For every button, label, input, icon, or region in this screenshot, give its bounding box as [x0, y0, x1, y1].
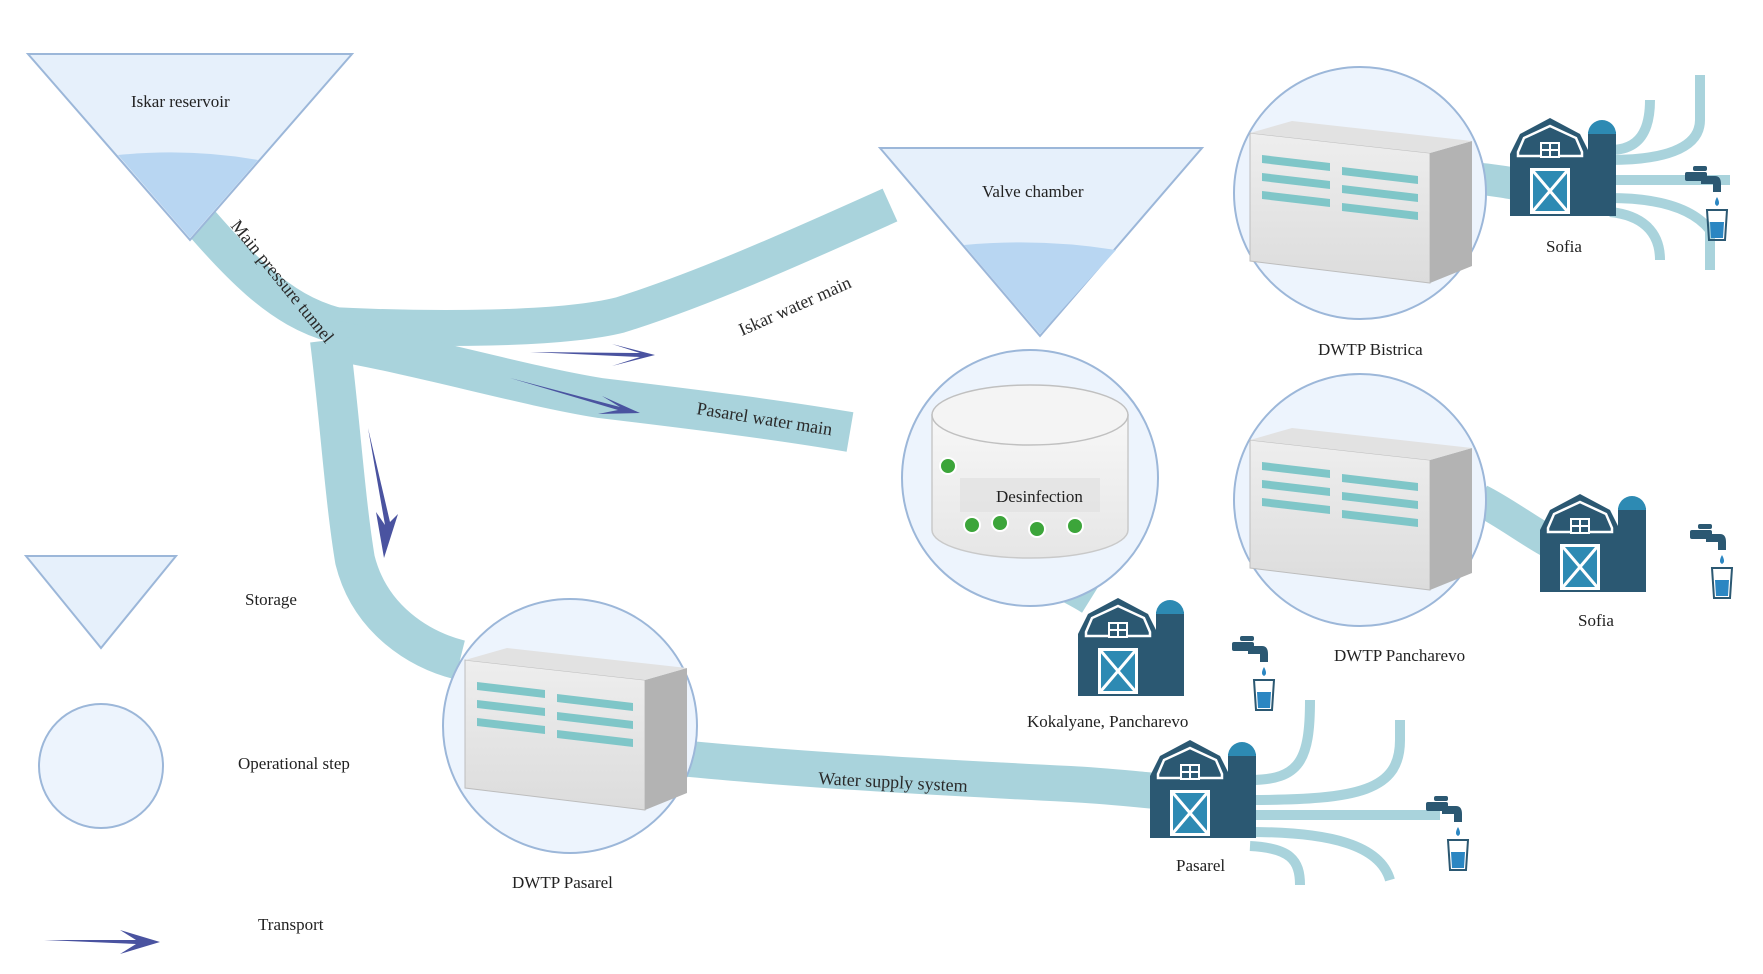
sofia-2-tap-icon	[1689, 523, 1733, 599]
pasarel-water-main-pipe	[326, 320, 854, 452]
transport-arrow	[530, 344, 655, 366]
sofia-1-farm-icon	[1508, 116, 1618, 218]
legend-storage-label: Storage	[245, 590, 297, 609]
iskar-reservoir-label: Iskar reservoir	[131, 92, 230, 111]
legend-operational-step-icon	[38, 703, 164, 829]
dwtp-bistrica-step	[1233, 66, 1487, 320]
kokalyane-tap-icon	[1231, 635, 1275, 711]
desinfection-label: Desinfection	[996, 487, 1083, 506]
legend-operational-step-label: Operational step	[238, 754, 350, 773]
sofia-2-label: Sofia	[1578, 611, 1614, 630]
transport-arrow	[510, 378, 640, 414]
transport-arrows	[368, 344, 655, 558]
valve-chamber-storage	[877, 147, 1205, 338]
iskar-reservoir-storage	[25, 53, 355, 242]
dwtp-pancharevo-label: DWTP Pancharevo	[1334, 646, 1466, 665]
sofia-2-farm-icon	[1538, 492, 1648, 594]
dwtp-pancharevo-step	[1233, 373, 1487, 627]
dwtp-pasarel-step	[442, 598, 698, 854]
iskar-water-main-pipe	[329, 188, 898, 346]
dwtp-pasarel-label: DWTP Pasarel	[512, 873, 613, 892]
tunnel-down-pipe	[310, 337, 466, 680]
pasarel-label: Pasarel	[1176, 856, 1226, 875]
legend-transport-label: Transport	[258, 915, 324, 934]
valve-chamber-label: Valve chamber	[982, 182, 1084, 201]
sofia-1-label: Sofia	[1546, 237, 1582, 256]
kokalyane-farm-icon	[1076, 596, 1186, 698]
legend	[23, 555, 179, 954]
water-supply-system-pipe	[678, 740, 1172, 810]
kokalyane-label: Kokalyane, Pancharevo	[1027, 712, 1189, 731]
pasarel-tap-icon	[1425, 795, 1469, 871]
legend-transport-icon	[44, 930, 160, 954]
legend-storage-icon	[23, 555, 179, 650]
dwtp-bistrica-label: DWTP Bistrica	[1318, 340, 1423, 359]
disinfection-step	[901, 349, 1159, 607]
pasarel-distribution	[1249, 699, 1440, 886]
pasarel-farm-icon	[1148, 738, 1258, 840]
transport-arrow	[368, 428, 398, 558]
